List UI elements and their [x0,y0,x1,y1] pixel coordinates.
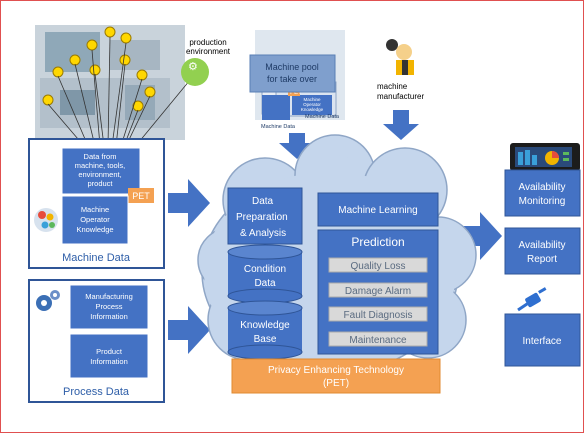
operator-2: Operator [80,215,110,224]
availability-monitoring-box [504,169,581,217]
machine-data-title: Machine Data [62,252,131,264]
data-prep-3: & Analysis [240,228,286,239]
interface-box [504,313,581,367]
operator-3: Knowledge [76,225,113,234]
prediction-item-3: Fault Diagnosis [344,310,413,321]
condition-data-2: Data [254,278,276,289]
production-env-label-2: environment [186,47,231,56]
availability-report-box [504,227,581,275]
prediction-item-fault-diagnosis [328,306,428,322]
arrow-down-pool [279,133,315,159]
prediction-item-damage-alarm [328,282,428,298]
data-from-4: product [87,179,113,188]
prediction-title: Prediction [351,235,404,249]
data-from-1: Data from [84,152,117,161]
machine-learning-label: Machine Learning [338,205,418,216]
condition-data-1: Condition [244,264,286,275]
brain-gears-icon [34,208,58,232]
data-prep-2: Preparation [236,212,288,223]
small-machine-data-2: Machine Data [305,114,340,120]
knowledge-base-1: Knowledge [240,320,290,331]
operator-1: Machine [81,205,109,214]
manufacturer-label-2: manufacturer [377,92,424,101]
plug-icon [517,287,547,312]
data-prep-1: Data [252,196,274,207]
manufacturing-2: Process [95,302,122,311]
machine-pool-label-2: for take over [267,74,317,84]
prediction-item-maintenance [328,331,428,347]
product-info-1: Product [96,347,123,356]
gear-icon: ⚙ [188,61,198,73]
data-from-box [61,147,141,195]
prediction-item-4: Maintenance [349,335,407,346]
arrow-right-output [462,212,502,260]
small-operator-1: Machine [303,97,321,102]
product-info-box [69,333,149,379]
data-prep-box [227,187,303,245]
manufacturer-label-1: machine [377,82,408,91]
availability-report-1: Availability [518,240,565,251]
sensor-lines [47,36,191,149]
arrow-down-manufacturer [383,110,419,140]
small-machine-data-1: Machine Data [261,124,296,130]
prediction-item-quality-loss [328,257,428,273]
knowledge-base-2: Base [254,334,277,345]
manufacturer-icon [386,39,414,75]
pet-badge-label: PET [132,191,150,201]
production-environment-icon [181,58,209,86]
interface-label: Interface [523,336,562,347]
knowledge-base-cylinder [227,300,303,360]
availability-monitoring-1: Availability [518,182,565,193]
pet-small-label: PET [290,90,302,96]
data-from-3: environment, [78,170,121,179]
availability-monitoring-2: Monitoring [519,196,566,207]
gears-icon [36,290,60,311]
condition-data-cylinder [227,244,303,304]
pet-bar-2: (PET) [323,378,349,389]
pet-bar-1: Privacy Enhancing Technology [268,365,404,376]
manufacturing-3: Information [90,312,128,321]
dashboard-tablet-icon [510,143,580,171]
manufacturing-box [69,284,149,330]
arrow-right-machine [168,179,210,227]
operator-knowledge-box [61,195,129,245]
production-env-label-1: production [189,38,226,47]
manufacturing-1: Manufacturing [85,292,133,301]
pet-badge [128,188,154,203]
prediction-item-1: Quality Loss [350,261,405,272]
product-info-2: Information [90,357,128,366]
machine-pool-group: PET Machine Operator Knowledge Machine D… [249,30,345,130]
arrow-right-process [168,306,210,354]
small-operator-3: Knowledge [301,107,324,112]
sensor-coins [42,26,156,112]
process-data-title: Process Data [63,386,130,398]
machine-learning-box [317,192,439,227]
data-from-2: machine, tools, [75,161,125,170]
availability-report-2: Report [527,254,557,265]
prediction-item-2: Damage Alarm [345,286,411,297]
pet-bar [231,358,441,394]
machine-pool-label-1: Machine pool [265,62,319,72]
small-operator-2: Operator [303,102,321,107]
